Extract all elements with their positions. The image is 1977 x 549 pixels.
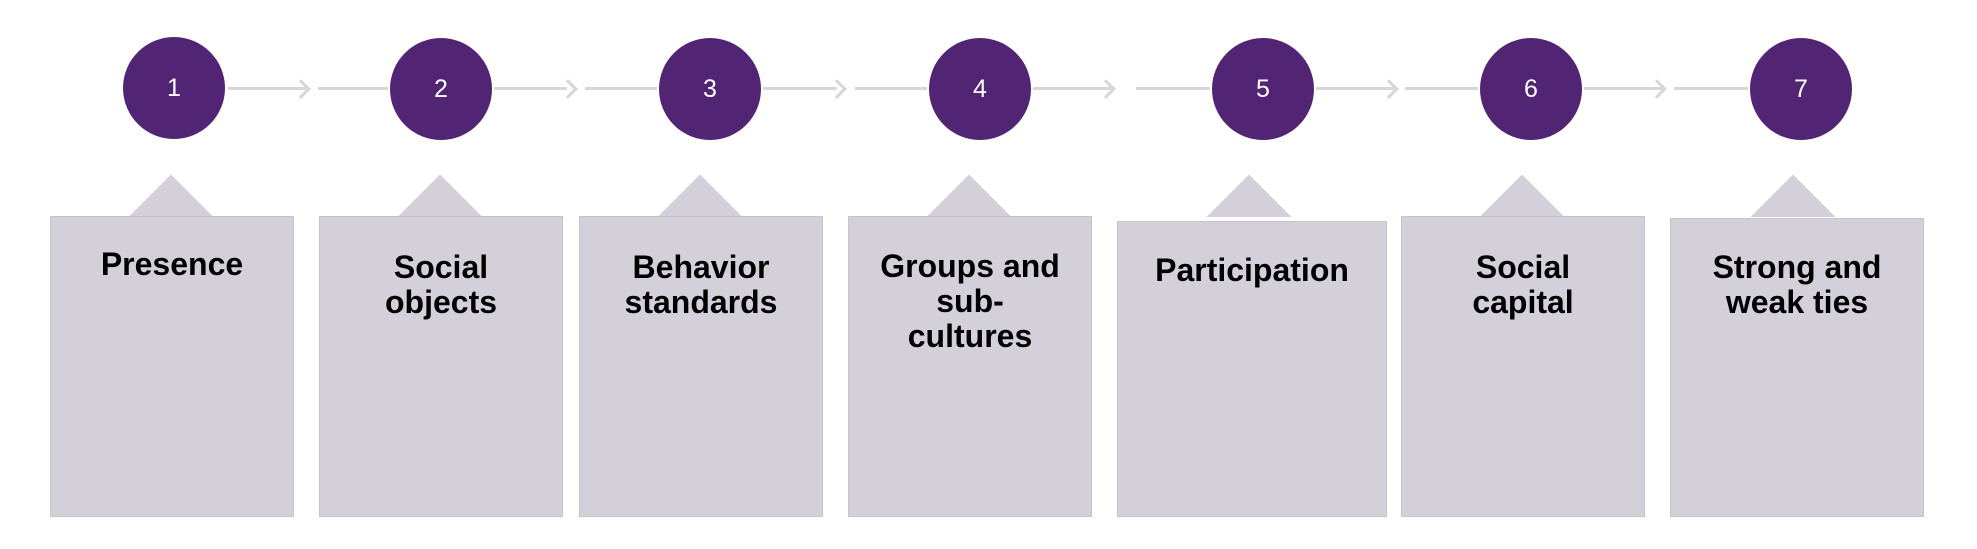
chevron-right-icon [558,79,578,99]
card-label: Presence [100,246,244,282]
chevron-right-icon [1647,79,1667,99]
connector-line [1405,87,1478,90]
card-pointer [121,167,221,217]
step-2-circle: 2 [390,38,492,140]
card-pointer [919,167,1019,217]
step-number: 7 [1794,74,1808,103]
step-3-card: Behavior standards [579,216,823,517]
step-1-card: Presence [50,216,294,517]
step-number: 5 [1256,74,1270,103]
step-5-circle: 5 [1212,38,1314,140]
connector-line [1584,87,1664,90]
card-label: Behavior standards [624,249,778,320]
connector-line [1136,87,1210,90]
step-number: 4 [973,74,987,103]
step-6-circle: 6 [1480,38,1582,140]
step-1-circle: 1 [123,37,225,139]
card-pointer [390,167,490,217]
chevron-right-icon [1379,79,1399,99]
card-label: Social objects [384,249,498,320]
step-7-circle: 7 [1750,38,1852,140]
connector-line [1033,87,1113,90]
connector-line [318,87,388,90]
step-number: 2 [434,74,448,103]
step-7-card: Strong and weak ties [1670,218,1924,517]
connector-line [763,87,837,90]
card-pointer [1743,167,1843,217]
card-pointer [1199,167,1299,217]
step-3-circle: 3 [659,38,761,140]
step-number: 6 [1524,74,1538,103]
chevron-right-icon [291,79,311,99]
connector-line [585,87,657,90]
connector-line [1316,87,1396,90]
connector-line [1674,87,1748,90]
card-pointer [650,167,750,217]
chevron-right-icon [1096,79,1116,99]
card-label: Social capital [1472,249,1574,320]
step-4-card: Groups and sub- cultures [848,216,1092,517]
step-5-card: Participation [1117,221,1387,517]
connector-line [228,87,308,90]
step-number: 1 [167,73,181,102]
step-2-card: Social objects [319,216,563,517]
step-number: 3 [703,74,717,103]
step-6-card: Social capital [1401,216,1645,517]
connector-line [494,87,567,90]
step-4-circle: 4 [929,38,1031,140]
connector-line [855,87,927,90]
card-pointer [1472,167,1572,217]
card-label: Groups and sub- cultures [880,248,1060,354]
chevron-right-icon [827,79,847,99]
card-label: Participation [1155,252,1349,288]
card-label: Strong and weak ties [1712,249,1882,320]
